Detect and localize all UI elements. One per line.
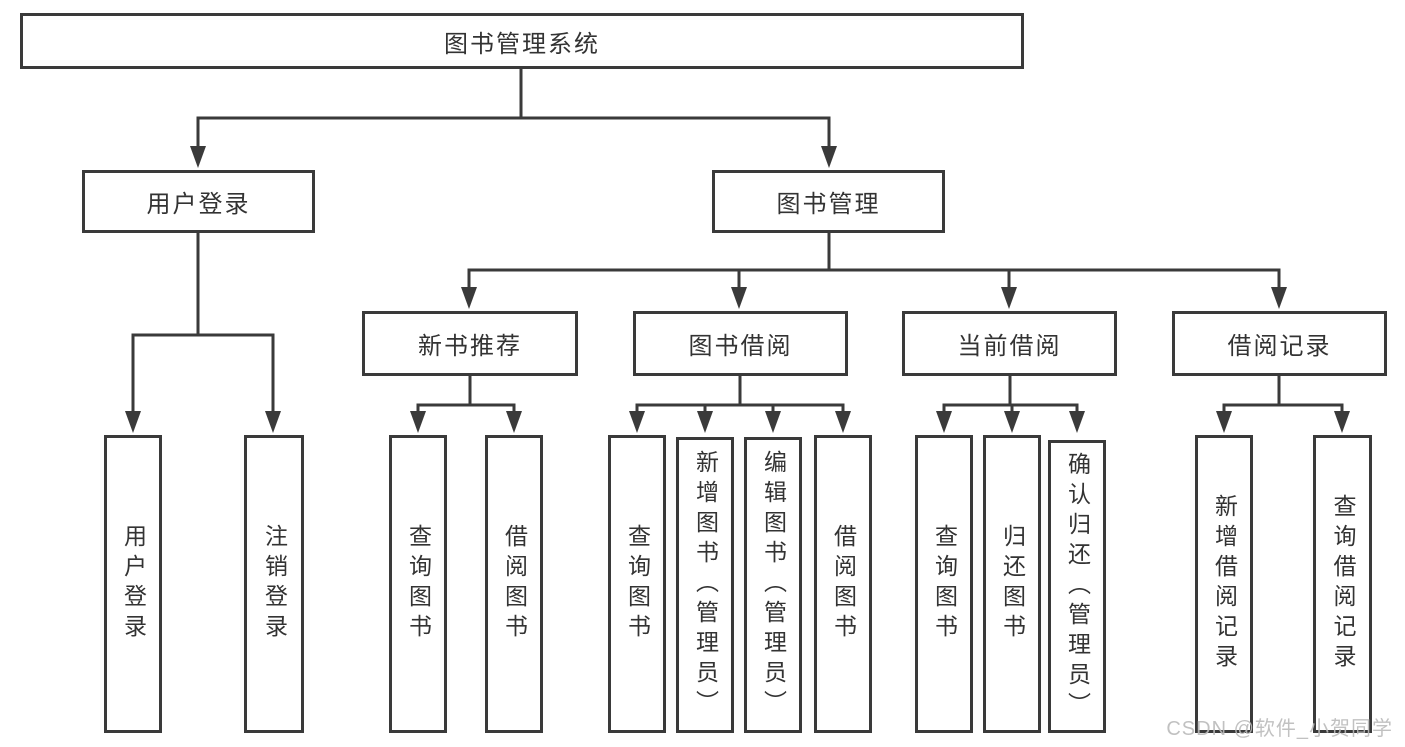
arrowhead (461, 287, 477, 309)
node-leaf-borrow-borrow-book: 借阅图书 (814, 435, 872, 733)
node-leaf-recommend-borrow-book: 借阅图书 (485, 435, 543, 733)
node-label: 用户登录 (120, 524, 147, 644)
node-user-login: 用户登录 (82, 170, 315, 233)
node-leaf-recommend-query-book: 查询图书 (389, 435, 447, 733)
node-leaf-borrow-edit-book: 编辑图书（管理员） (744, 437, 802, 733)
node-book-management: 图书管理 (712, 170, 945, 233)
node-root-library-system: 图书管理系统 (20, 13, 1024, 69)
node-leaf-borrow-add-book: 新增图书（管理员） (676, 437, 734, 733)
arrowhead (629, 411, 645, 433)
node-label: 新增借阅记录 (1211, 494, 1238, 674)
node-label: 图书管理系统 (444, 30, 600, 58)
node-leaf-record-query: 查询借阅记录 (1313, 435, 1372, 733)
node-label: 借阅图书 (501, 524, 528, 644)
node-label: 借阅图书 (830, 524, 857, 644)
node-label: 编辑图书（管理员） (760, 450, 787, 720)
node-label: 查询借阅记录 (1330, 494, 1356, 674)
node-label: 当前借阅 (957, 333, 1062, 360)
arrowhead (1334, 411, 1350, 433)
node-leaf-logout: 注销登录 (244, 435, 304, 733)
node-label: 查询图书 (931, 524, 958, 644)
arrowhead (821, 146, 837, 168)
node-leaf-current-query-book: 查询图书 (915, 435, 973, 733)
arrowhead (936, 411, 952, 433)
node-borrow-record: 借阅记录 (1172, 311, 1387, 376)
arrowhead (765, 411, 781, 433)
node-current-borrow: 当前借阅 (902, 311, 1117, 376)
arrowhead (1069, 411, 1085, 433)
arrowhead (410, 411, 426, 433)
node-label: 新增图书（管理员） (692, 450, 719, 720)
arrowhead (835, 411, 851, 433)
node-label: 归还图书 (999, 524, 1026, 644)
arrowhead (731, 287, 747, 309)
arrowhead (1001, 287, 1017, 309)
arrowhead (506, 411, 522, 433)
node-label: 图书管理 (776, 191, 881, 218)
node-label: 注销登录 (261, 524, 288, 644)
arrowhead (190, 146, 206, 168)
arrowhead (125, 411, 141, 433)
node-label: 确认归还（管理员） (1064, 451, 1091, 722)
node-label: 新书推荐 (418, 333, 522, 360)
arrowhead (1004, 411, 1020, 433)
node-leaf-borrow-query-book: 查询图书 (608, 435, 666, 733)
node-label: 借阅记录 (1227, 333, 1332, 360)
node-book-borrow: 图书借阅 (633, 311, 848, 376)
node-leaf-current-confirm-return: 确认归还（管理员） (1048, 440, 1106, 733)
node-label: 查询图书 (624, 524, 651, 644)
node-label: 图书借阅 (688, 333, 793, 360)
arrowhead (265, 411, 281, 433)
node-leaf-record-add: 新增借阅记录 (1195, 435, 1253, 733)
csdn-watermark: CSDN @软件_小贺同学 (1166, 718, 1393, 740)
node-leaf-user-login: 用户登录 (104, 435, 162, 733)
node-label: 用户登录 (146, 191, 251, 218)
node-leaf-current-return-book: 归还图书 (983, 435, 1041, 733)
arrowhead (1271, 287, 1287, 309)
arrowhead (697, 411, 713, 433)
arrowhead (1216, 411, 1232, 433)
node-new-book-recommend: 新书推荐 (362, 311, 578, 376)
node-label: 查询图书 (405, 524, 432, 644)
